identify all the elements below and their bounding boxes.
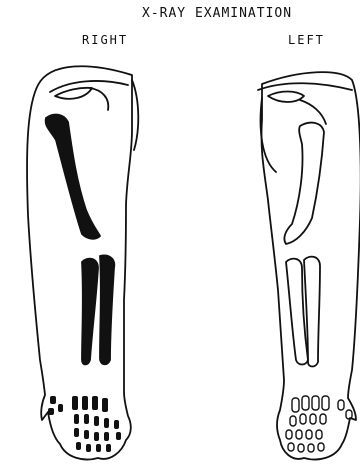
left-arm xyxy=(258,72,360,459)
right-radius xyxy=(100,256,114,365)
right-arm xyxy=(27,66,138,459)
right-humerus xyxy=(46,115,100,239)
right-arm-outline xyxy=(27,66,132,459)
right-ulna xyxy=(82,259,98,365)
left-arm-outline xyxy=(261,72,360,459)
left-humerus xyxy=(284,123,324,244)
